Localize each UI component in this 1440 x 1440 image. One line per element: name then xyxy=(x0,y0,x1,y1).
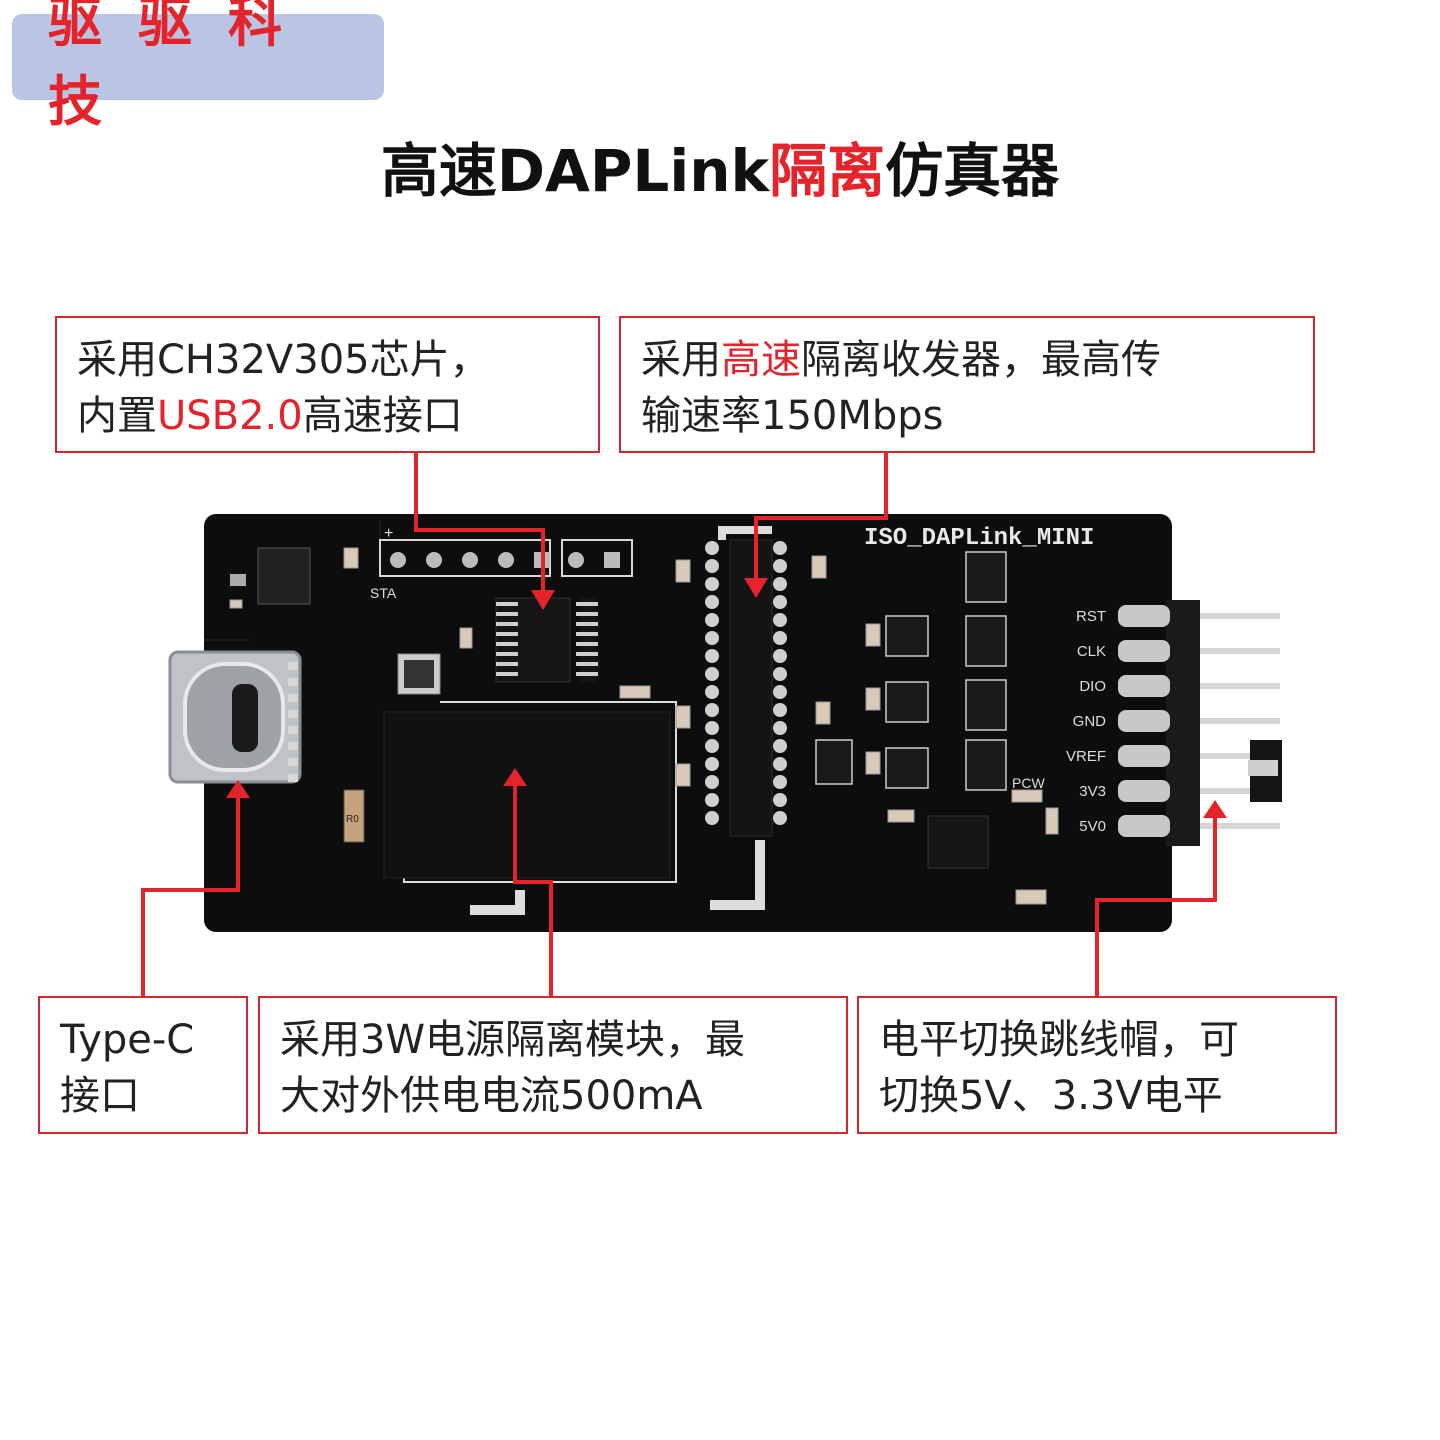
callout-power-line2: 大对外供电电流500mA xyxy=(280,1073,703,1119)
header-pad xyxy=(1118,605,1170,627)
brand-text: 驱驱科技 xyxy=(48,0,318,133)
page-title: 高速DAPLink隔离仿真器 xyxy=(0,124,1440,208)
callout-power: 采用3W电源隔离模块，最 大对外供电电流500mA xyxy=(258,996,848,1134)
isolator-pad xyxy=(773,595,787,609)
isolator-pad xyxy=(773,739,787,753)
header-pad xyxy=(1118,710,1170,732)
swd-pin-header xyxy=(1118,600,1282,846)
isolator-pad xyxy=(773,631,787,645)
isolator-pad xyxy=(773,775,787,789)
isolator-pad xyxy=(705,631,719,645)
header-pad xyxy=(1118,745,1170,767)
header-pin xyxy=(1200,648,1280,654)
header-pin xyxy=(1200,788,1280,794)
top-pin-header xyxy=(379,539,633,577)
mcu-chip xyxy=(495,597,598,683)
silk-r0: R0 xyxy=(346,814,359,825)
isolator-pad xyxy=(773,793,787,807)
isolator-pad xyxy=(705,811,719,825)
callout-chip-line2-b: 高速接口 xyxy=(302,393,463,439)
isolator-pad xyxy=(705,703,719,717)
pin-label-rst: RST xyxy=(1076,608,1106,625)
isolator-pad xyxy=(705,559,719,573)
isolator-pad xyxy=(773,577,787,591)
callout-chip-line2-highlight: USB2.0 xyxy=(157,393,303,439)
title-highlight: 隔离 xyxy=(769,137,886,205)
isolator-pad xyxy=(705,793,719,807)
isolator-pad xyxy=(705,577,719,591)
callout-isolator-line1-highlight: 高速 xyxy=(721,337,801,383)
title-part-2: 仿真器 xyxy=(885,137,1060,205)
header-pin xyxy=(1200,613,1280,619)
board-name-silk: ISO_DAPLink_MINI xyxy=(864,525,1094,552)
isolator-pad xyxy=(705,739,719,753)
isolator-pad xyxy=(773,541,787,555)
pin-label-3v3: 3V3 xyxy=(1079,783,1106,800)
silk-pcw: PCW xyxy=(1012,775,1045,791)
isolator-pad xyxy=(705,595,719,609)
header-pad xyxy=(1118,640,1170,662)
brand-badge: 驱驱科技 xyxy=(12,0,384,133)
isolator-pad xyxy=(773,757,787,771)
isolator-chip xyxy=(705,526,787,837)
callout-typec-line1: Type-C xyxy=(60,1017,195,1063)
isolator-pad xyxy=(773,667,787,681)
header-pad xyxy=(1118,780,1170,802)
pin-label-clk: CLK xyxy=(1077,643,1106,660)
callout-chip: 采用CH32V305芯片， 内置USB2.0高速接口 xyxy=(55,316,600,453)
callout-chip-line2-a: 内置 xyxy=(77,393,157,439)
isolator-pad xyxy=(705,775,719,789)
callout-typec-line2: 接口 xyxy=(60,1073,140,1119)
callout-isolator-line1-b: 隔离收发器，最高传 xyxy=(801,337,1161,383)
callout-isolator: 采用高速隔离收发器，最高传 输速率150Mbps xyxy=(619,316,1315,453)
isolator-pad xyxy=(773,559,787,573)
header-pin xyxy=(1200,718,1280,724)
pin-label-dio: DIO xyxy=(1079,678,1106,695)
isolator-pad xyxy=(705,757,719,771)
typec-connector xyxy=(168,650,302,784)
callout-level: 电平切换跳线帽，可 切换5V、3.3V电平 xyxy=(857,996,1337,1134)
pin-label-gnd: GND xyxy=(1073,713,1107,730)
callout-arrowheads xyxy=(226,578,1227,818)
callout-isolator-line1-a: 采用 xyxy=(641,337,721,383)
pin-label-5v0: 5V0 xyxy=(1079,818,1106,835)
isolator-pad xyxy=(773,613,787,627)
isolator-pad xyxy=(705,685,719,699)
header-pin xyxy=(1200,683,1280,689)
isolator-pad xyxy=(705,541,719,555)
isolator-pad xyxy=(705,667,719,681)
pin-label-vref: VREF xyxy=(1066,748,1106,765)
silk-plus: + xyxy=(384,525,393,542)
callout-isolator-line2: 输速率150Mbps xyxy=(641,393,944,439)
callout-typec: Type-C 接口 xyxy=(38,996,248,1134)
header-pad xyxy=(1118,815,1170,837)
callout-isolator-line1: 采用高速隔离收发器，最高传 xyxy=(641,332,1293,388)
isolator-pad xyxy=(773,649,787,663)
callout-level-line2: 切换5V、3.3V电平 xyxy=(879,1073,1223,1119)
isolator-pad xyxy=(773,721,787,735)
callout-lines xyxy=(141,452,1217,997)
callout-chip-line2: 内置USB2.0高速接口 xyxy=(77,388,578,444)
isolator-pad xyxy=(705,721,719,735)
silk-sta: STA xyxy=(370,585,397,601)
header-pad xyxy=(1118,675,1170,697)
isolator-pad xyxy=(705,613,719,627)
callout-level-line1: 电平切换跳线帽，可 xyxy=(879,1017,1239,1063)
isolator-pad xyxy=(705,649,719,663)
header-pin xyxy=(1200,753,1280,759)
isolator-pad xyxy=(773,685,787,699)
header-pin xyxy=(1200,823,1280,829)
callout-power-line1: 采用3W电源隔离模块，最 xyxy=(280,1017,745,1063)
power-module xyxy=(383,701,677,883)
isolator-pad xyxy=(773,703,787,717)
title-part-1: 高速DAPLink xyxy=(380,137,770,205)
isolator-pad xyxy=(773,811,787,825)
callout-chip-line1: 采用CH32V305芯片， xyxy=(77,337,490,383)
